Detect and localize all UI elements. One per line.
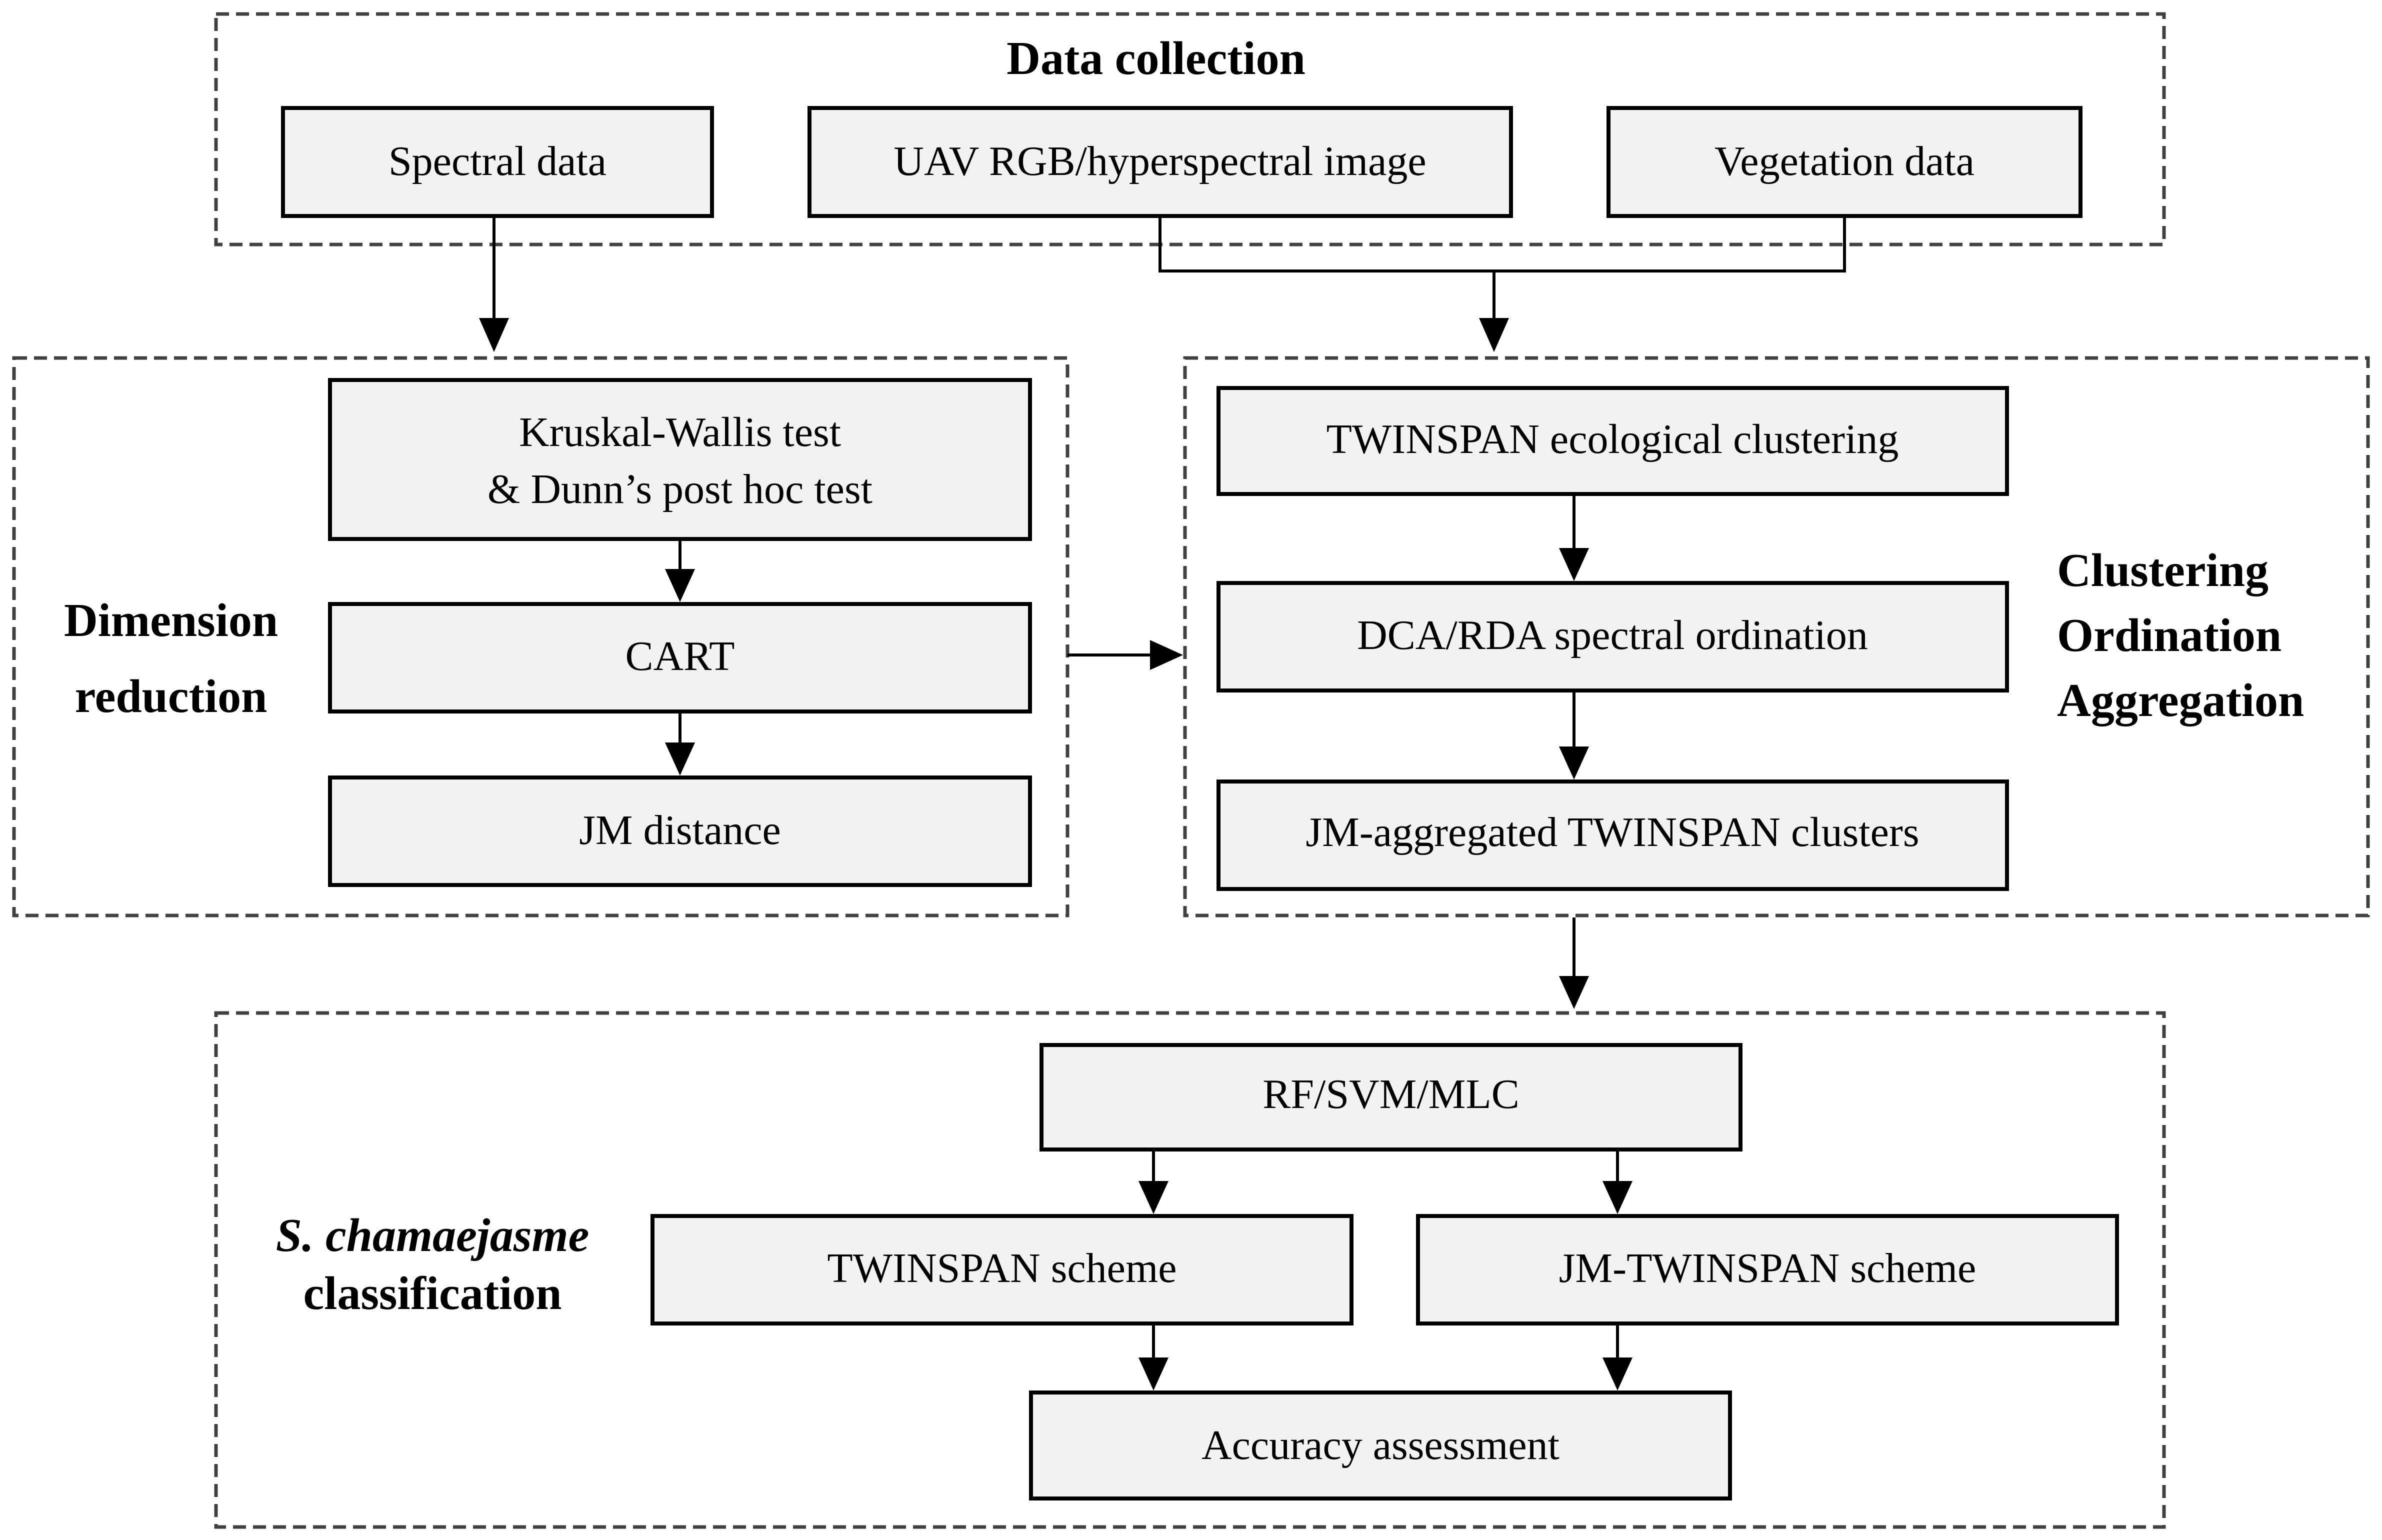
box-vegetation-data: Vegetation data [1606, 106, 2082, 218]
svg-text:RF/SVM/MLC: RF/SVM/MLC [1262, 1071, 1520, 1118]
box-uav-image: UAV RGB/hyperspectral image [808, 106, 1513, 218]
dimension-reduction-title-line2: reduction [75, 670, 268, 722]
svg-text:JM distance: JM distance [579, 807, 781, 854]
clustering-title-line1: Clustering [2057, 544, 2268, 596]
svg-text:Vegetation data: Vegetation data [1714, 138, 1974, 184]
arrow-jm-twinspan-scheme-to-accuracy [1602, 1326, 1632, 1390]
classification-title-line2: classification [304, 1268, 562, 1320]
box-jm-twinspan-scheme: JM-TWINSPAN scheme [1416, 1214, 2119, 1326]
clustering-title-line3: Aggregation [2057, 674, 2304, 726]
box-dca-rda: DCA/RDA spectral ordination [1216, 581, 2009, 692]
arrow-clustering-to-classifiers [1559, 918, 1589, 1009]
arrow-dimension-to-clustering [1068, 640, 1183, 670]
svg-text:TWINSPAN ecological clustering: TWINSPAN ecological clustering [1326, 416, 1899, 462]
svg-text:Spectral data: Spectral data [388, 138, 606, 184]
svg-text:Accuracy assessment: Accuracy assessment [1202, 1422, 1560, 1468]
group-clustering-ordination [1183, 356, 2370, 918]
svg-text:TWINSPAN scheme: TWINSPAN scheme [827, 1245, 1176, 1292]
svg-text:DCA/RDA spectral ordination: DCA/RDA spectral ordination [1357, 612, 1868, 658]
svg-text:Kruskal-Wallis test: Kruskal-Wallis test [519, 409, 841, 456]
arrow-classifiers-to-twinspan-scheme [1138, 1152, 1168, 1214]
svg-text:UAV RGB/hyperspectral image: UAV RGB/hyperspectral image [894, 138, 1426, 184]
dimension-reduction-title-line1: Dimension [64, 594, 278, 646]
box-spectral-data: Spectral data [281, 106, 714, 218]
group-data-collection [214, 12, 2166, 246]
clustering-title-line2: Ordination [2057, 610, 2282, 662]
connector-uav-vegetation-to-twinspan [1158, 218, 1846, 352]
arrow-twinspan-to-dca [1559, 496, 1589, 581]
svg-text:& Dunn’s post hoc test: & Dunn’s post hoc test [488, 466, 872, 512]
box-accuracy-assessment: Accuracy assessment [1029, 1390, 1732, 1500]
group-classification [214, 1011, 2166, 1529]
svg-text:JM-aggregated TWINSPAN cluster: JM-aggregated TWINSPAN clusters [1306, 809, 1919, 856]
box-classifiers: RF/SVM/MLC [1040, 1043, 1742, 1152]
arrow-twinspan-scheme-to-accuracy [1138, 1326, 1168, 1390]
arrow-dca-to-jm-aggregated [1559, 692, 1589, 780]
arrow-spectral-to-kruskal [479, 218, 509, 352]
classification-title-line1: S. chamaejasme [276, 1210, 590, 1262]
group-dimension-reduction [12, 356, 1070, 918]
arrow-classifiers-to-jm-twinspan-scheme [1602, 1152, 1632, 1214]
box-jm-aggregated: JM-aggregated TWINSPAN clusters [1216, 780, 2009, 891]
box-cart: CART [328, 602, 1032, 714]
svg-text:CART: CART [626, 633, 735, 680]
box-twinspan-scheme: TWINSPAN scheme [650, 1214, 1354, 1326]
svg-text:JM-TWINSPAN scheme: JM-TWINSPAN scheme [1559, 1245, 1976, 1292]
data-collection-title: Data collection [1006, 32, 1306, 84]
box-jm-distance: JM distance [328, 776, 1032, 887]
box-kruskal-wallis: Kruskal-Wallis test & Dunn’s post hoc te… [328, 378, 1032, 541]
box-twinspan-clustering: TWINSPAN ecological clustering [1216, 386, 2009, 496]
arrow-cart-to-jm-distance [665, 714, 695, 776]
arrow-kruskal-to-cart [665, 541, 695, 602]
